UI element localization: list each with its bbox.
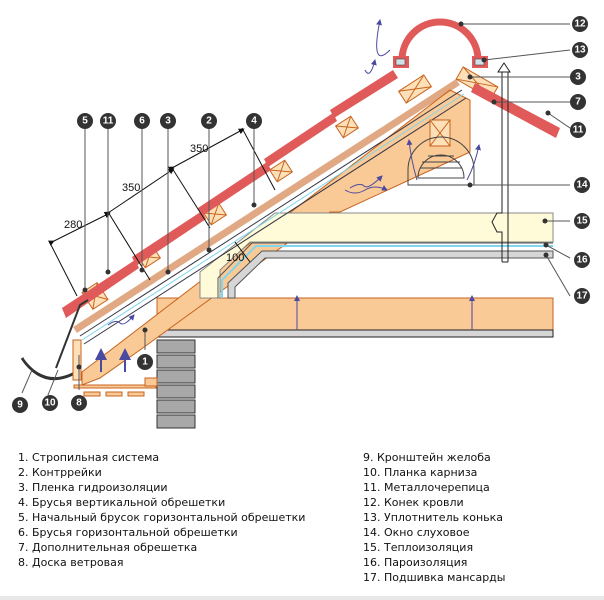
- svg-text:6: 6: [139, 116, 145, 127]
- svg-text:8: 8: [76, 398, 82, 409]
- floor-beam: [156, 297, 554, 331]
- svg-text:11: 11: [103, 116, 114, 127]
- svg-text:12: 12: [574, 19, 586, 30]
- svg-text:1: 1: [142, 357, 148, 368]
- legend-right-column: 9. Кронштейн желоба 10. Планка карниза 1…: [363, 450, 505, 585]
- callout-11-left: 11: [100, 113, 116, 129]
- callout-2: 2: [201, 113, 217, 129]
- callout-15: 15: [574, 213, 590, 229]
- callout-11-right: 11: [570, 122, 586, 138]
- wind-board: [72, 339, 82, 381]
- dimension-label-350-lower: 350: [122, 182, 140, 194]
- legend-item: 11. Металлочерепица: [363, 481, 490, 494]
- svg-text:14: 14: [576, 180, 588, 191]
- leader-lines: [21, 23, 571, 396]
- dormer-window: [407, 136, 475, 186]
- dimension-label-350-upper: 350: [190, 143, 208, 155]
- airflow-arrows: [95, 19, 481, 372]
- legend-item: 7. Дополнительная обрешетка: [18, 541, 198, 554]
- soffit: [73, 377, 158, 397]
- callout-16: 16: [574, 252, 590, 268]
- legend-item: 13. Уплотнитель конька: [363, 511, 504, 524]
- svg-text:17: 17: [576, 291, 588, 302]
- insulation: [199, 212, 554, 299]
- callout-1: 1: [137, 354, 153, 370]
- legend-item: 12. Конек кровли: [363, 496, 464, 509]
- roof-diagram: 350 350 280 100 1 2 3: [12, 16, 590, 429]
- floor-ceiling-board: [156, 329, 554, 338]
- legend-item: 9. Кронштейн желоба: [363, 451, 491, 464]
- legend-item: 4. Брусья вертикальной обрешетки: [18, 496, 226, 509]
- legend-item: 5. Начальный брусок горизонтальной обреш…: [18, 511, 306, 524]
- svg-text:7: 7: [575, 97, 581, 108]
- svg-text:3: 3: [165, 116, 171, 127]
- callout-17: 17: [574, 288, 590, 304]
- svg-text:5: 5: [82, 116, 88, 127]
- legend-left-column: 1. Стропильная система 2. Контррейки 3. …: [18, 450, 305, 570]
- legend-item: 3. Пленка гидроизоляции: [18, 481, 168, 494]
- callout-8: 8: [71, 395, 87, 411]
- legend-item: 2. Контррейки: [18, 466, 102, 479]
- callout-9: 9: [12, 397, 28, 413]
- callout-13: 13: [572, 42, 588, 58]
- svg-text:11: 11: [573, 125, 584, 136]
- callout-3-right: 3: [570, 69, 586, 85]
- legend-item: 16. Пароизоляция: [363, 556, 468, 569]
- callout-12: 12: [572, 16, 588, 32]
- vent-pipe: [491, 62, 511, 263]
- callout-7: 7: [570, 94, 586, 110]
- svg-text:10: 10: [44, 398, 56, 409]
- svg-text:4: 4: [251, 116, 257, 127]
- svg-text:3: 3: [575, 72, 581, 83]
- callout-4: 4: [246, 113, 262, 129]
- attic-lining: [227, 250, 554, 299]
- callout-6: 6: [134, 113, 150, 129]
- callout-10: 10: [42, 395, 58, 411]
- callout-5: 5: [77, 113, 93, 129]
- legend-item: 17. Подшивка мансарды: [363, 571, 506, 584]
- callout-14: 14: [574, 177, 590, 193]
- bottom-divider: [0, 596, 604, 600]
- vapor-barrier: [221, 245, 553, 298]
- svg-text:15: 15: [576, 216, 588, 227]
- metal-roof-tiles: [62, 70, 560, 318]
- callout-dots: [76, 21, 551, 370]
- dimension-label-100: 100: [226, 252, 244, 264]
- svg-text:16: 16: [576, 255, 588, 266]
- legend-item: 14. Окно слуховое: [363, 526, 470, 539]
- legend-item: 15. Теплоизоляция: [363, 541, 474, 554]
- svg-text:2: 2: [206, 116, 212, 127]
- svg-text:9: 9: [17, 400, 23, 411]
- legend-item: 10. Планка карниза: [363, 466, 478, 479]
- brick-wall: [156, 339, 196, 429]
- dimension-label-280: 280: [64, 219, 82, 231]
- callout-3-left: 3: [160, 113, 176, 129]
- eave-strip: [55, 299, 89, 369]
- ridge-cap: [398, 18, 482, 61]
- svg-text:13: 13: [574, 45, 586, 56]
- legend-item: 6. Брусья горизонтальной обрешетки: [18, 526, 238, 539]
- legend-item: 1. Стропильная система: [18, 451, 160, 464]
- legend-item: 8. Доска ветровая: [18, 556, 124, 569]
